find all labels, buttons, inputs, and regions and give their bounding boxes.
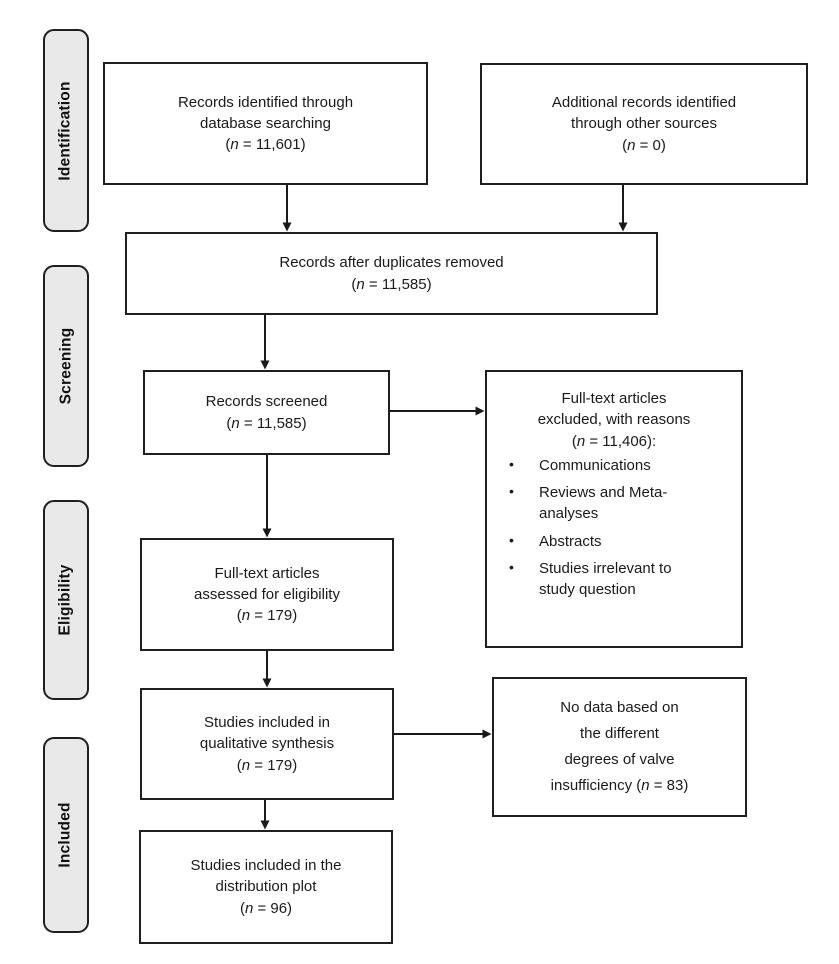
box-records-screened: Records screened (n = 11,585): [143, 370, 390, 455]
stage-label: Eligibility: [57, 564, 75, 636]
n-count: (n = 11,585): [351, 274, 431, 295]
n-value: = 0): [635, 136, 666, 154]
n-count: insufficiency (n = 83): [551, 773, 689, 799]
reason-text: Studies irrelevant to study question: [539, 560, 672, 599]
box-additional-records: Additional records identified through ot…: [480, 63, 808, 185]
box-text: Full-text articles assessed for eligibil…: [194, 564, 340, 603]
list-item: • Communications: [509, 455, 731, 476]
n-count: (n = 179): [237, 755, 297, 776]
bullet-icon: •: [509, 455, 514, 472]
n-symbol: n: [576, 432, 586, 450]
stage-label: Identification: [57, 80, 74, 181]
n-symbol: n: [231, 414, 240, 432]
box-fulltext-excluded: Full-text articles excluded, with reason…: [485, 370, 743, 648]
box-text: Records after duplicates removed: [279, 254, 504, 272]
paren: (: [225, 136, 231, 154]
list-item: • Abstracts: [509, 531, 731, 552]
exclusion-reasons-list: • Communications • Reviews and Meta- analy…: [497, 455, 731, 607]
n-symbol: n: [230, 136, 239, 154]
bullet-icon: •: [509, 531, 514, 548]
reason-text: Abstracts: [539, 532, 602, 550]
box-qualitative-synthesis: Studies included in qualitative synthesi…: [140, 688, 394, 800]
box-text: Records screened: [205, 393, 328, 411]
n-symbol: n: [241, 756, 251, 774]
box-text: Additional records identified through ot…: [551, 94, 737, 133]
box-distribution-plot: Studies included in the distribution plo…: [139, 830, 393, 944]
list-item: • Reviews and Meta- analyses: [509, 482, 731, 525]
n-count: (n = 11,585): [226, 413, 306, 434]
list-item: • Studies irrelevant to study question: [509, 558, 731, 601]
n-value: = 11,601): [238, 136, 306, 154]
paren: (: [236, 607, 242, 625]
n-count: (n = 11,406):: [497, 431, 731, 452]
n-count: (n = 0): [622, 135, 666, 156]
reason-text: Reviews and Meta- analyses: [539, 484, 668, 523]
n-value: = 11,406):: [585, 432, 657, 450]
n-symbol: n: [244, 899, 254, 917]
n-symbol: n: [356, 275, 365, 293]
bullet-icon: •: [509, 559, 514, 576]
stage-included: Included: [43, 737, 89, 933]
stage-eligibility: Eligibility: [43, 500, 89, 700]
n-symbol: n: [241, 607, 251, 625]
n-count: (n = 96): [240, 898, 292, 919]
n-symbol: n: [627, 136, 636, 154]
reason-text: Communications: [539, 456, 651, 474]
stage-screening: Screening: [43, 265, 89, 467]
stage-identification: Identification: [43, 29, 89, 232]
paren: (: [239, 899, 245, 917]
n-value: = 179): [250, 756, 298, 774]
paren: (: [226, 414, 232, 432]
box-duplicates-removed: Records after duplicates removed (n = 11…: [125, 232, 658, 315]
paren: (: [236, 756, 242, 774]
box-text: Records identified through database sear…: [177, 93, 354, 132]
n-count: (n = 11,601): [225, 134, 305, 155]
box-text: Studies included in qualitative synthesi…: [199, 714, 335, 753]
n-value: = 179): [250, 607, 298, 625]
stage-label: Screening: [57, 327, 74, 405]
stage-label: Included: [57, 802, 75, 868]
box-text: Studies included in the distribution plo…: [190, 857, 342, 896]
text-prefix: insufficiency (: [550, 776, 642, 794]
n-symbol: n: [641, 776, 650, 794]
n-value: = 83): [649, 776, 689, 794]
n-value: = 11,585): [364, 275, 432, 293]
n-value: = 96): [253, 899, 293, 917]
paren: (: [622, 136, 628, 154]
box-text: Full-text articles excluded, with reason…: [537, 390, 691, 429]
n-value: = 11,585): [239, 414, 307, 432]
bullet-icon: •: [509, 483, 514, 500]
box-records-identified: Records identified through database sear…: [103, 62, 428, 185]
box-no-data-excluded: No data based on the different degrees o…: [492, 677, 747, 817]
paren: (: [351, 275, 357, 293]
n-count: (n = 179): [237, 605, 297, 626]
box-text: No data based on the different degrees o…: [560, 699, 679, 768]
box-fulltext-assessed: Full-text articles assessed for eligibil…: [140, 538, 394, 651]
paren: (: [571, 432, 577, 450]
